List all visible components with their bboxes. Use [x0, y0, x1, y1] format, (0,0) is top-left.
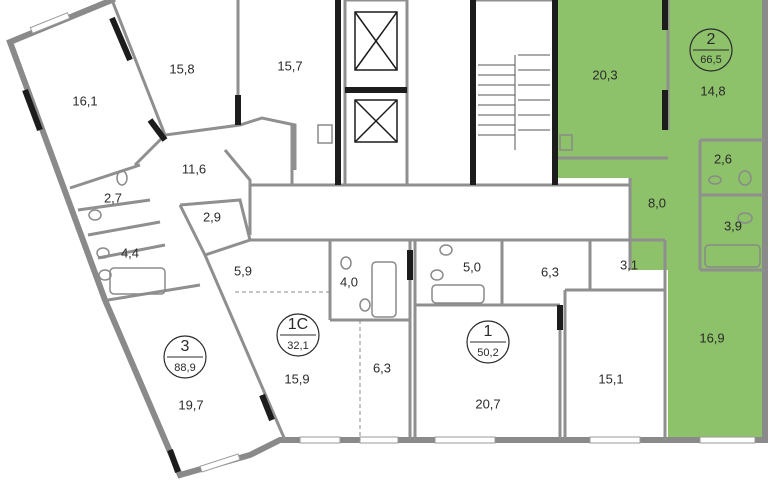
apartment-total-area: 50,2 [477, 347, 498, 359]
apartment-number: 2 [707, 31, 716, 48]
toilet-icon [98, 269, 112, 281]
room-area-label: 16,9 [699, 330, 724, 345]
stair-lift-core [354, 11, 550, 150]
room-area-label: 4,0 [340, 274, 358, 289]
structural-walls [22, 0, 668, 474]
bathtub-icon [371, 261, 397, 318]
room-labels: 15,8 15,7 16,1 11,6 2,7 2,9 4,4 19,7 5,9… [72, 58, 742, 412]
bathtub-icon [109, 267, 166, 295]
apartment-badge-1c[interactable]: 1С 32,1 [276, 313, 320, 357]
apartment-badge-1[interactable]: 1 50,2 [466, 320, 510, 364]
room-area-label: 15,9 [284, 371, 309, 386]
sink-icon [317, 124, 333, 144]
open-plan-dividers [235, 291, 361, 440]
toilet-icon [359, 298, 371, 312]
apartment-number: 1С [288, 316, 308, 333]
room-area-label: 20,3 [592, 67, 617, 82]
apartment-badge-3[interactable]: 3 88,9 [163, 335, 207, 379]
lift-shaft-icon [354, 11, 398, 71]
room-area-label: 16,1 [72, 93, 97, 108]
apartment-number: 1 [484, 323, 493, 340]
room-area-label: 11,6 [182, 161, 206, 176]
toilet-icon [439, 244, 453, 256]
room-area-label: 5,0 [463, 259, 481, 274]
toilet-icon [738, 170, 752, 186]
apartment-total-area: 32,1 [287, 340, 308, 352]
windows [29, 12, 756, 473]
bathtub-icon [704, 244, 761, 268]
sink-icon [559, 134, 573, 151]
fixtures [88, 124, 761, 318]
room-area-label: 2,9 [203, 209, 221, 224]
room-area-label: 2,7 [104, 190, 122, 205]
lift-shaft-icon [354, 99, 398, 143]
room-area-label: 19,7 [178, 397, 203, 412]
room-area-label: 3,1 [620, 257, 638, 272]
apartment-2-fill[interactable] [555, 0, 765, 440]
room-area-label: 15,8 [169, 61, 194, 76]
room-area-label: 4,4 [121, 245, 139, 260]
toilet-icon [430, 269, 444, 281]
room-area-label: 20,7 [475, 396, 500, 411]
apartment-total-area: 66,5 [700, 54, 721, 66]
room-area-label: 15,1 [598, 371, 623, 386]
room-area-label: 14,8 [700, 83, 725, 98]
toilet-icon [116, 170, 128, 186]
room-area-label: 6,3 [373, 360, 391, 375]
room-area-label: 8,0 [648, 195, 666, 210]
room-area-label: 3,9 [724, 218, 742, 233]
toilet-icon [708, 175, 722, 185]
room-area-label: 15,7 [277, 58, 302, 73]
apartment-badge-2[interactable]: 2 66,5 [689, 28, 733, 72]
toilet-icon [96, 247, 110, 259]
toilet-icon [737, 212, 753, 224]
toilet-icon [340, 256, 352, 270]
room-area-label: 2,6 [714, 151, 732, 166]
room-area-label: 6,3 [541, 264, 559, 279]
interior-walls [69, 0, 765, 441]
apartment-total-area: 88,9 [174, 362, 195, 374]
apartment-number: 3 [181, 338, 190, 355]
bathtub-icon [431, 284, 485, 304]
room-area-label: 5,9 [234, 263, 252, 278]
toilet-icon [88, 209, 102, 221]
stairs-icon [478, 54, 550, 150]
